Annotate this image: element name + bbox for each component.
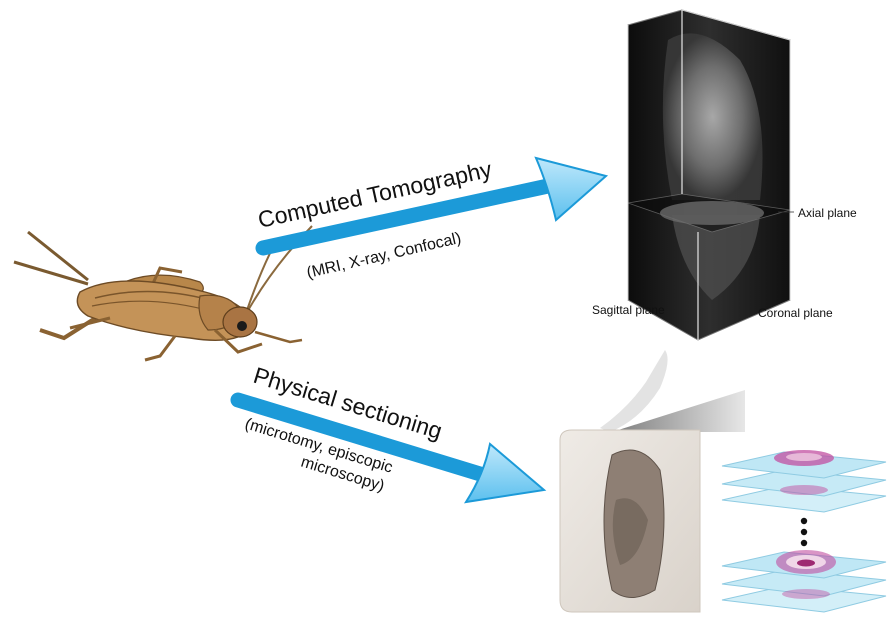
section-stack-top bbox=[722, 450, 886, 512]
section-stack-bottom bbox=[722, 550, 886, 612]
ct-volume bbox=[628, 10, 790, 340]
embedded-specimen-block bbox=[560, 350, 745, 612]
sagittal-plane-label: Sagittal plane bbox=[592, 303, 665, 317]
axial-plane-label: Axial plane bbox=[798, 206, 857, 220]
coronal-plane-label: Coronal plane bbox=[758, 306, 833, 320]
ellipsis-dots bbox=[801, 518, 807, 546]
